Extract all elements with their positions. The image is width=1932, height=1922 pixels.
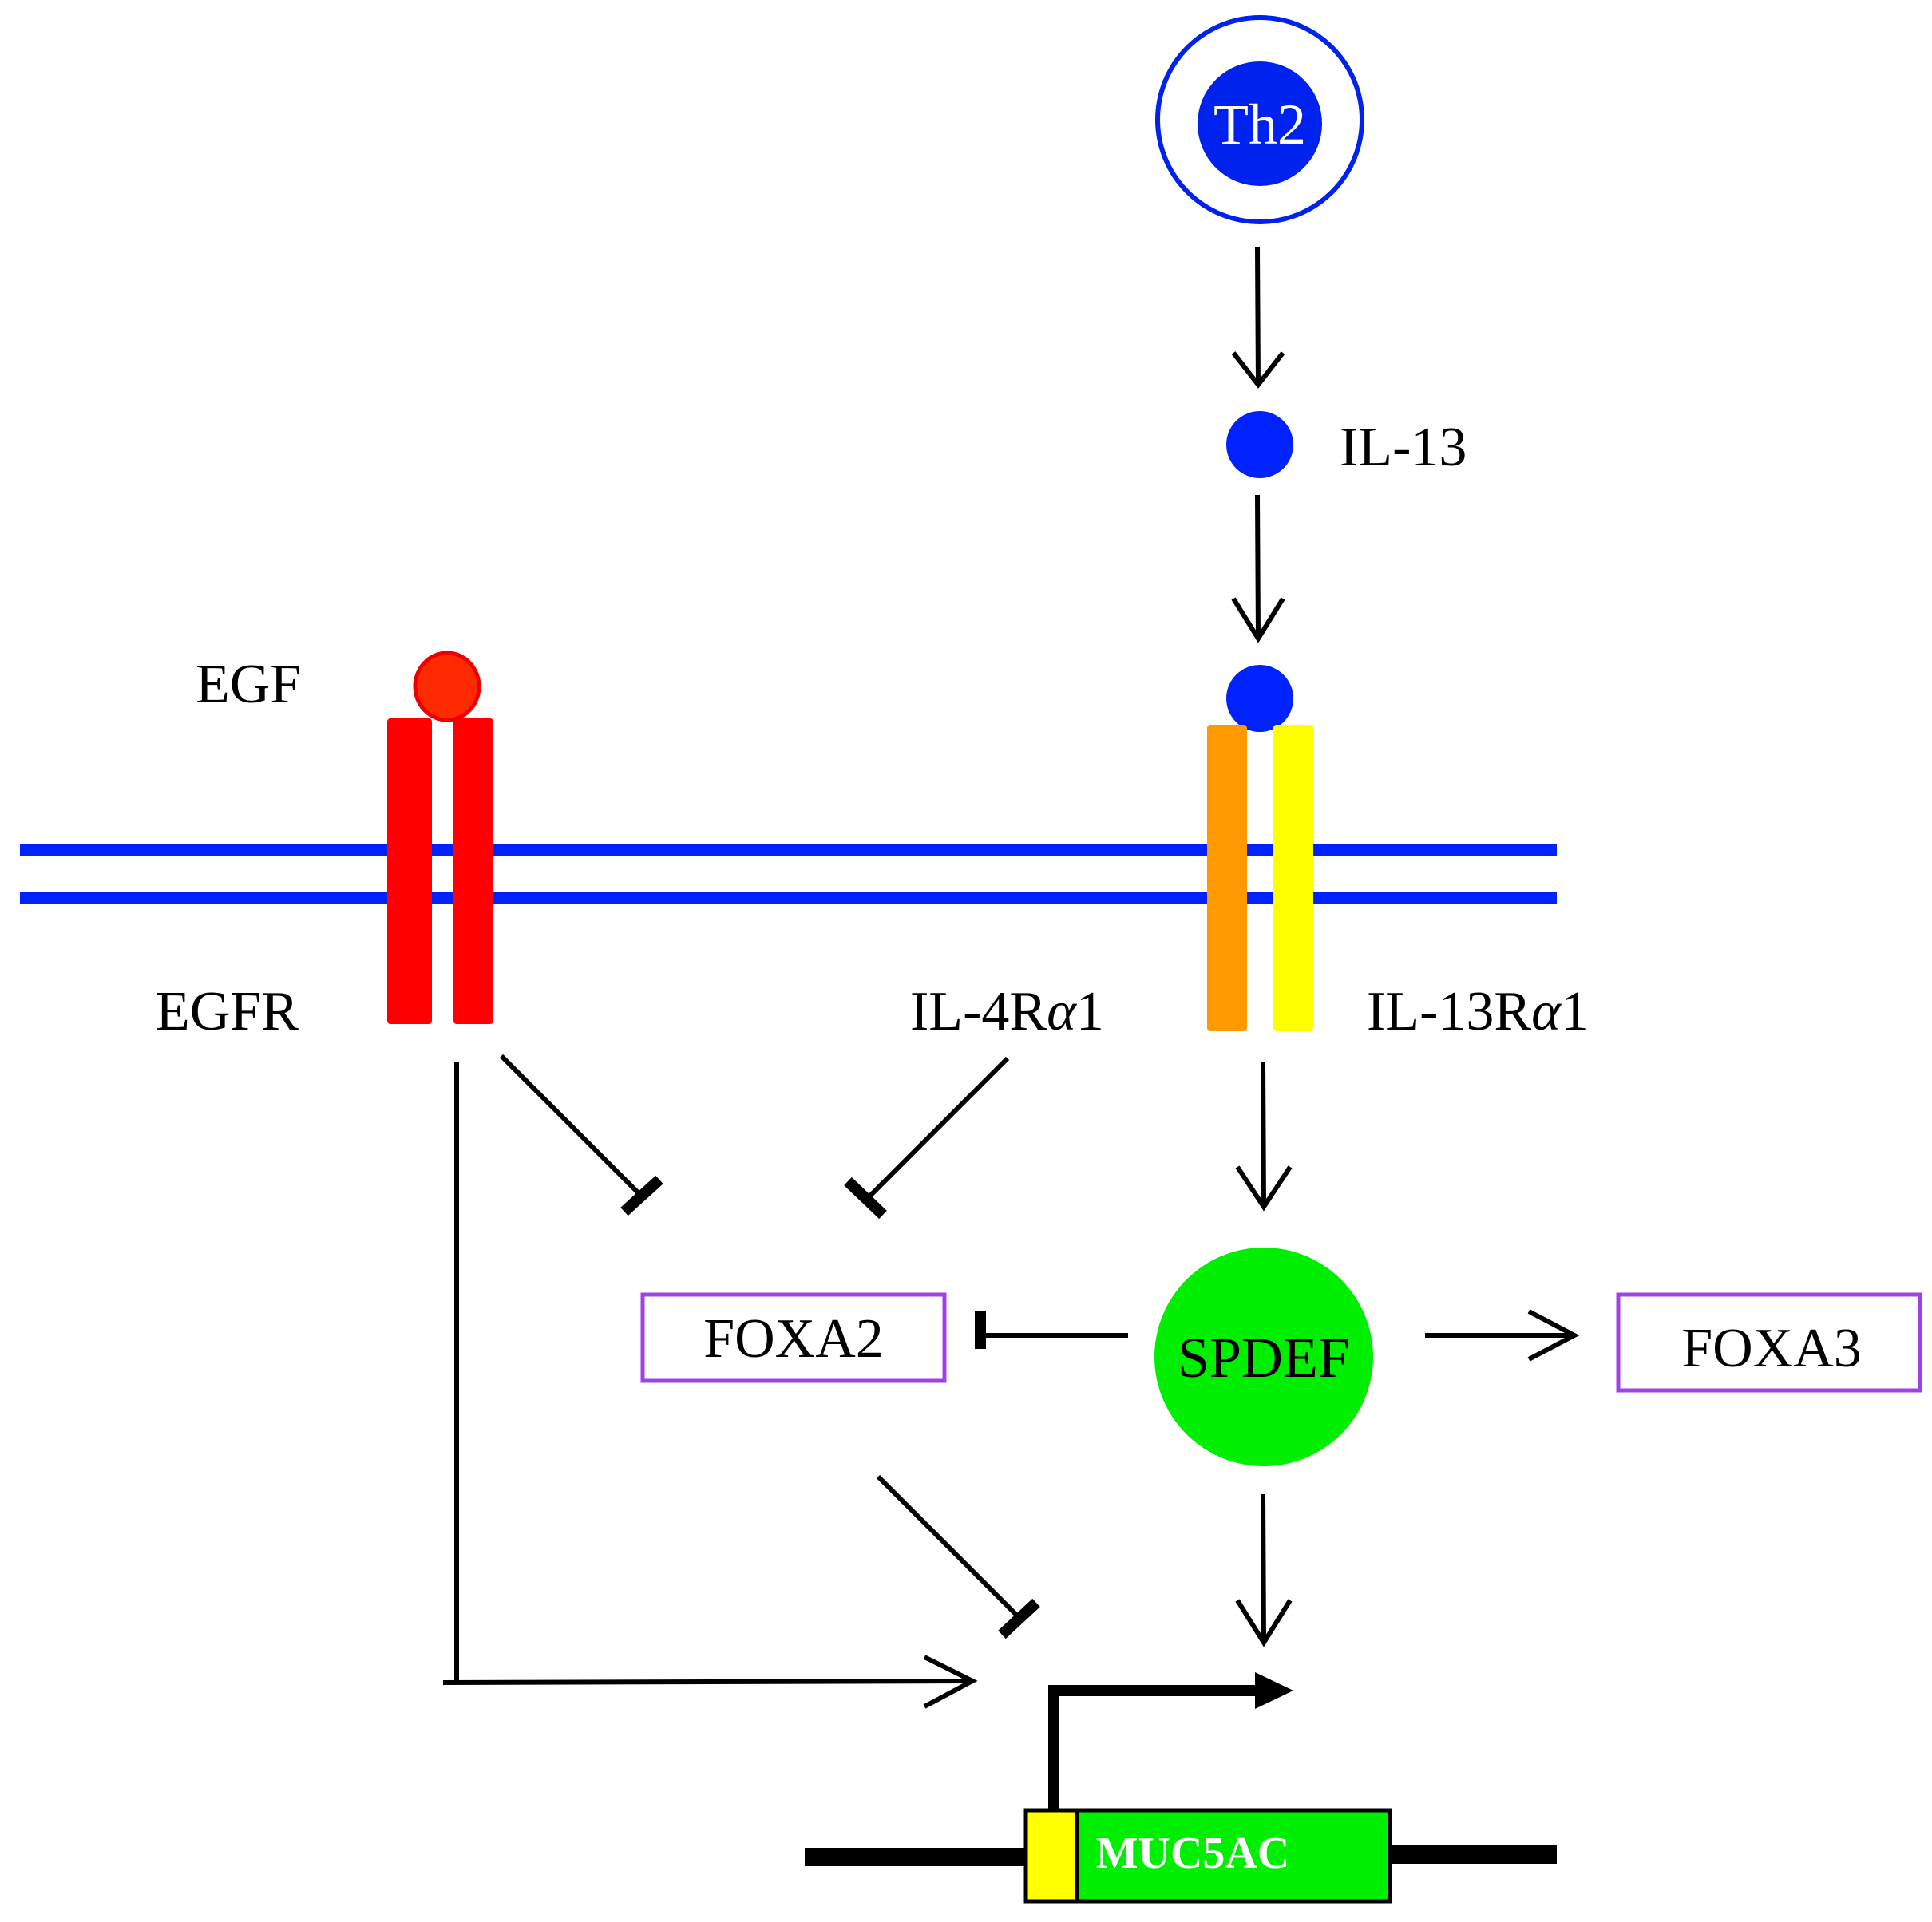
egfr-receptor	[387, 718, 493, 1024]
inhibit-il4ra1-to-foxa2	[844, 1056, 1010, 1220]
muc5ac-gene: MUC5AC	[805, 1808, 1557, 1904]
egfr-label: EGFR	[156, 981, 299, 1042]
arrow-il13-to-receptor	[1231, 494, 1285, 643]
arrow-th2-to-il13	[1231, 247, 1285, 389]
th2-label: Th2	[1213, 93, 1306, 156]
arrow-spdef-to-muc5ac	[1235, 1493, 1293, 1647]
il13-label: IL-13	[1340, 417, 1467, 478]
egfr-left-chain	[387, 718, 432, 1024]
arrow-egfr-to-muc5ac	[442, 1062, 978, 1709]
transcription-start-arrow	[1048, 1672, 1293, 1810]
promoter-region	[1023, 1808, 1079, 1904]
muc5ac-label: MUC5AC	[1096, 1829, 1290, 1878]
inhibit-foxa2-to-muc5ac	[876, 1474, 1040, 1639]
foxa2-label: FOXA2	[703, 1308, 884, 1370]
membrane-inner-leaflet	[20, 892, 1557, 904]
egf-label: EGF	[196, 654, 301, 715]
th2-nucleus	[1198, 61, 1322, 186]
il13-receptor-complex	[1207, 725, 1313, 1031]
foxa3-label: FOXA3	[1681, 1318, 1862, 1379]
dna-strand-right	[1388, 1845, 1557, 1864]
foxa3-box	[1616, 1292, 1922, 1393]
il4ra1-chain	[1207, 725, 1247, 1031]
il4ra1-label: IL-4Rα1	[910, 981, 1104, 1042]
gene-body	[1075, 1808, 1392, 1904]
foxa2-node: FOXA2	[640, 1292, 947, 1383]
spdef-node: SPDEF	[1154, 1248, 1373, 1466]
arrow-il13ra1-to-spdef	[1235, 1061, 1293, 1212]
egfr-right-chain	[453, 718, 493, 1024]
inhibit-egfr-to-foxa2	[499, 1054, 663, 1216]
foxa3-node: FOXA3	[1616, 1292, 1922, 1393]
il13-bound-ligand	[1226, 665, 1293, 732]
il13-ligand	[1226, 411, 1293, 478]
th2-cell: Th2	[1155, 15, 1364, 224]
arrow-spdef-to-foxa3	[1425, 1309, 1580, 1362]
il13ra1-label: IL-13Rα1	[1367, 981, 1589, 1042]
inhibit-spdef-to-foxa2	[975, 1311, 1128, 1349]
membrane-outer-leaflet	[20, 844, 1557, 856]
cell-membrane	[20, 844, 1557, 904]
spdef-label: SPDEF	[1178, 1326, 1350, 1390]
il13ra1-chain	[1273, 725, 1313, 1031]
egf-ligand	[413, 651, 481, 722]
spdef-circle	[1154, 1248, 1373, 1466]
dna-strand-left	[805, 1848, 1027, 1866]
foxa2-box	[640, 1292, 947, 1383]
